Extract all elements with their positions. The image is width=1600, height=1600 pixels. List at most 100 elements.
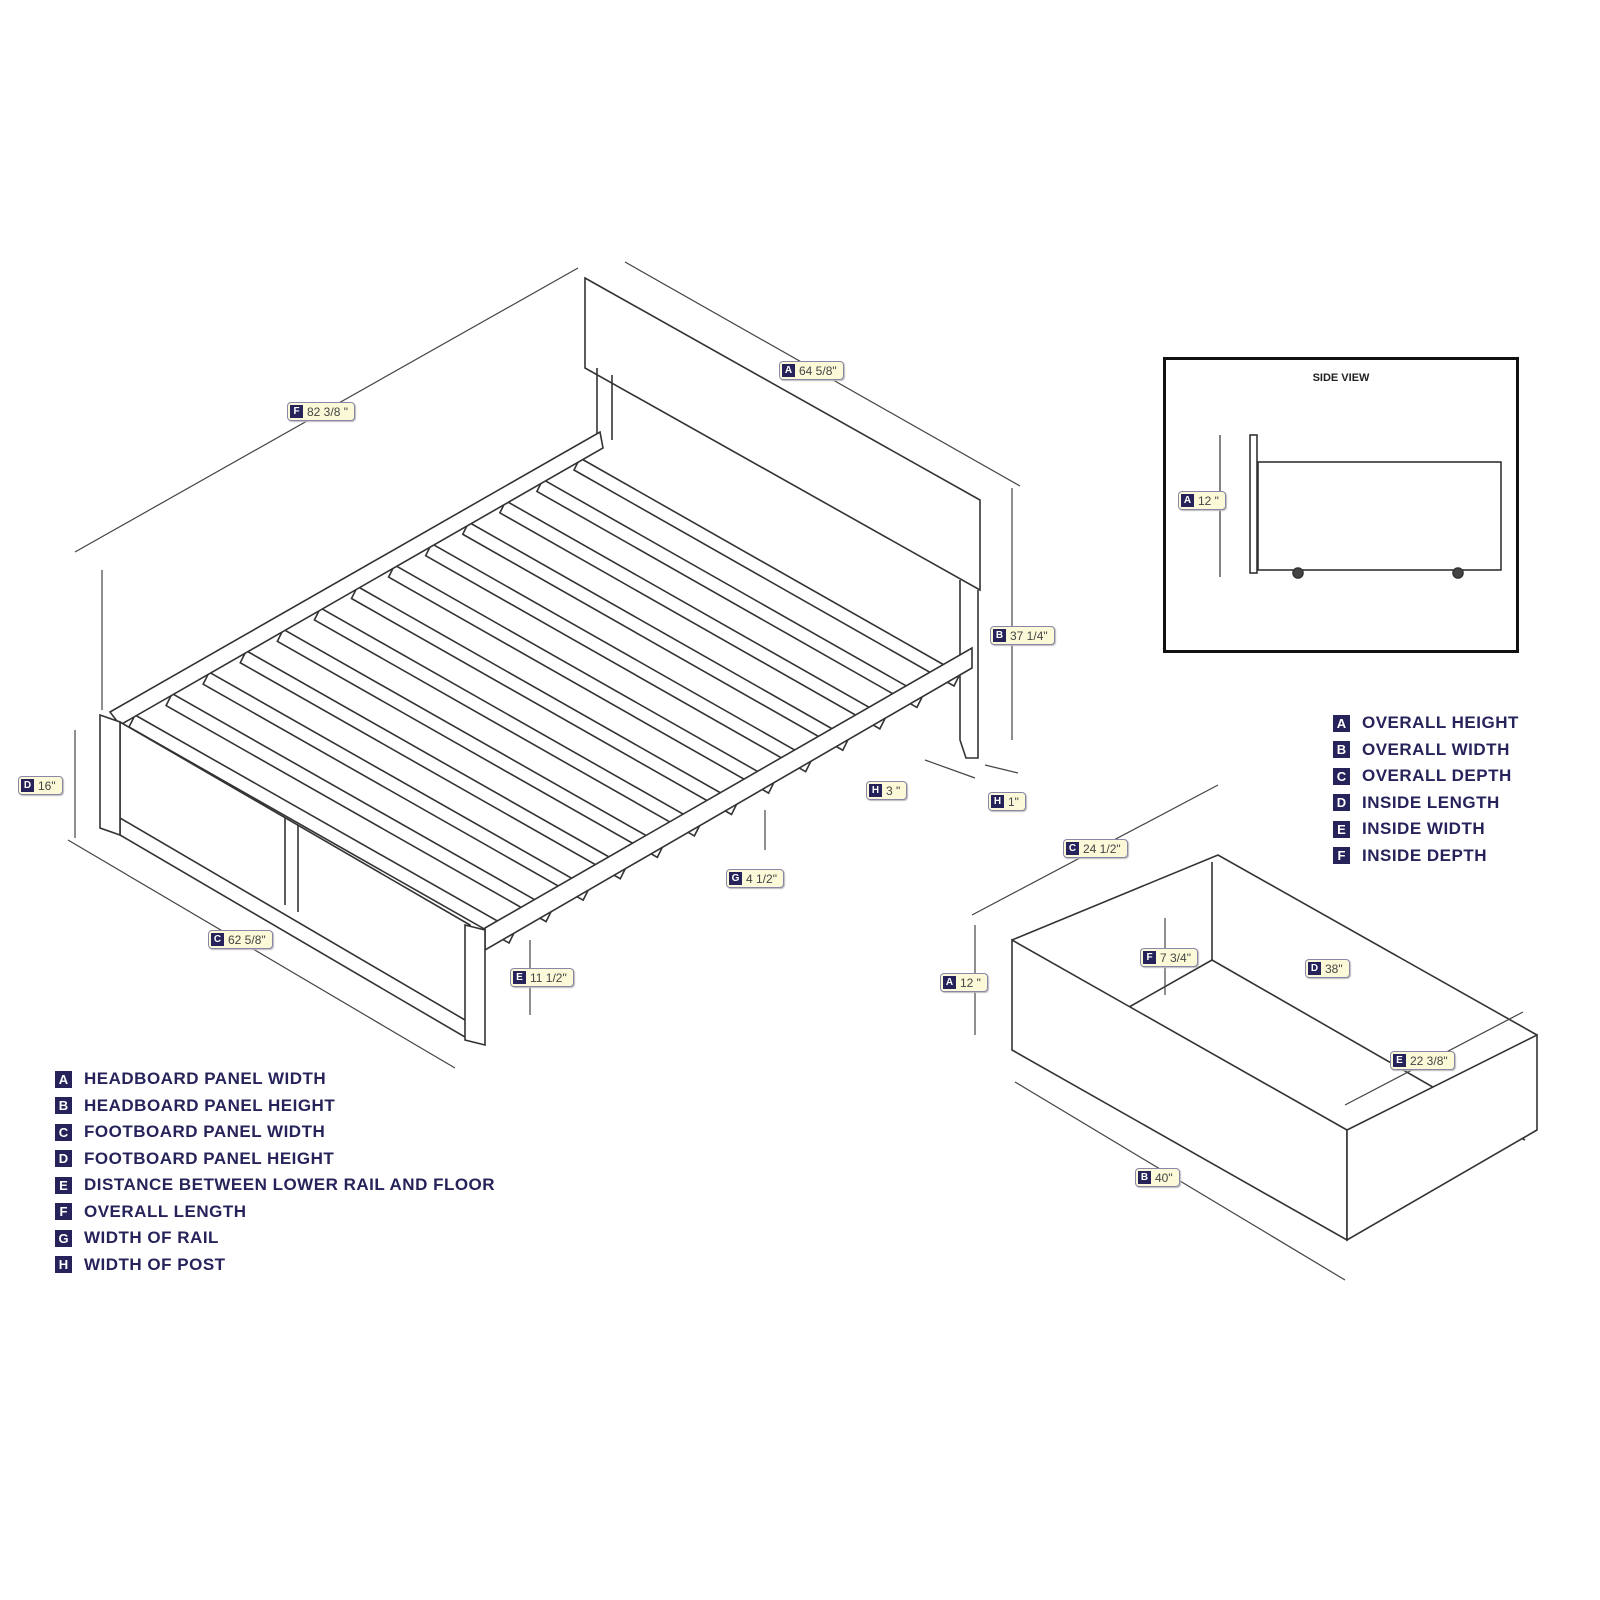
key-badge: B <box>993 629 1006 642</box>
dimension-value: 64 5/8" <box>799 363 837 378</box>
key-badge: A <box>943 976 956 989</box>
drawer-dimension-chip: D 38" <box>1305 959 1350 978</box>
key-badge: B <box>1333 741 1350 759</box>
slat <box>350 585 739 816</box>
dimension-value: 38" <box>1325 961 1343 976</box>
legend-label: WIDTH OF POST <box>84 1254 226 1274</box>
dimension-value: 82 3/8 " <box>307 404 348 419</box>
bed-slats <box>127 456 962 945</box>
legend-label: INSIDE WIDTH <box>1362 819 1486 839</box>
key-badge: A <box>55 1070 72 1088</box>
key-badge: A <box>1181 494 1194 507</box>
legend-label: HEADBOARD PANEL WIDTH <box>84 1069 327 1089</box>
key-badge: G <box>729 872 742 885</box>
legend-item: G WIDTH OF RAIL <box>55 1225 495 1252</box>
dimension-value: 24 1/2" <box>1083 841 1121 856</box>
key-badge: E <box>55 1176 72 1194</box>
legend-label: OVERALL WIDTH <box>1362 739 1510 759</box>
key-badge: H <box>991 795 1004 808</box>
key-badge: H <box>55 1256 72 1274</box>
key-badge: G <box>55 1229 72 1247</box>
dimension-value: 22 3/8" <box>1410 1053 1448 1068</box>
key-badge: E <box>1393 1054 1406 1067</box>
legend-label: FOOTBOARD PANEL WIDTH <box>84 1122 326 1142</box>
legend-label: OVERALL HEIGHT <box>1362 713 1519 733</box>
key-badge: C <box>211 933 224 946</box>
slat <box>535 478 924 709</box>
dimension-value: 37 1/4" <box>1010 628 1048 643</box>
legend-label: INSIDE DEPTH <box>1362 845 1488 865</box>
slat <box>498 499 887 730</box>
legend-label: HEADBOARD PANEL HEIGHT <box>84 1095 336 1115</box>
bed-dimension-chip: G 4 1/2" <box>726 869 784 888</box>
slat <box>313 606 702 838</box>
drawer-legend: A OVERALL HEIGHT B OVERALL WIDTH C OVERALL DE… <box>1333 710 1519 869</box>
legend-label: FOOTBOARD PANEL HEIGHT <box>84 1148 335 1168</box>
headboard <box>584 276 981 759</box>
drawer-dimension-chip: A 12 " <box>940 973 988 992</box>
key-badge: E <box>513 971 526 984</box>
legend-item: B OVERALL WIDTH <box>1333 737 1519 764</box>
slat <box>424 542 813 773</box>
slat <box>387 563 776 795</box>
dimension-value: 40" <box>1155 1170 1173 1185</box>
key-badge: F <box>290 405 303 418</box>
dimension-value: 16" <box>38 778 56 793</box>
key-badge: D <box>1308 962 1321 975</box>
legend-item: A OVERALL HEIGHT <box>1333 710 1519 737</box>
key-badge: D <box>55 1150 72 1168</box>
dimension-value: 12 " <box>960 975 981 990</box>
key-badge: E <box>1333 820 1350 838</box>
legend-label: OVERALL LENGTH <box>84 1201 247 1221</box>
side-view-panel: SIDE VIEW <box>1163 357 1519 653</box>
legend-item: F INSIDE DEPTH <box>1333 843 1519 870</box>
dimension-value: 12 " <box>1198 493 1219 508</box>
side-view-drawing <box>1219 434 1502 579</box>
key-badge: C <box>1333 767 1350 785</box>
legend-label: WIDTH OF RAIL <box>84 1228 219 1248</box>
drawer-dimension-chip: E 22 3/8" <box>1390 1051 1455 1070</box>
legend-label: OVERALL DEPTH <box>1362 766 1512 786</box>
key-badge: F <box>55 1203 72 1221</box>
legend-item: E INSIDE WIDTH <box>1333 816 1519 843</box>
legend-label: INSIDE LENGTH <box>1362 792 1500 812</box>
slat <box>572 456 962 688</box>
legend-item: D INSIDE LENGTH <box>1333 790 1519 817</box>
legend-item: E DISTANCE BETWEEN LOWER RAIL AND FLOOR <box>55 1172 495 1199</box>
drawer-dimension-chip: C 24 1/2" <box>1063 839 1128 858</box>
bed-dimension-chip: C 62 5/8" <box>208 930 273 949</box>
footboard <box>99 713 486 1047</box>
key-badge: H <box>869 784 882 797</box>
legend-item: B HEADBOARD PANEL HEIGHT <box>55 1093 495 1120</box>
key-badge: C <box>55 1123 72 1141</box>
key-badge: F <box>1333 847 1350 865</box>
side-view-dimension-a: A 12 " <box>1178 491 1226 510</box>
key-badge: D <box>21 779 34 792</box>
bed-dimension-chip: B 37 1/4" <box>990 626 1055 645</box>
slat <box>165 692 554 923</box>
legend-item: H WIDTH OF POST <box>55 1252 495 1279</box>
bed-legend: A HEADBOARD PANEL WIDTH B HEADBOARD PANEL H… <box>55 1066 495 1278</box>
legend-item: D FOOTBOARD PANEL HEIGHT <box>55 1146 495 1173</box>
dimension-value: 1" <box>1008 794 1019 809</box>
key-badge: D <box>1333 794 1350 812</box>
key-badge: B <box>55 1097 72 1115</box>
dimension-value: 4 1/2" <box>746 871 777 886</box>
legend-item: F OVERALL LENGTH <box>55 1199 495 1226</box>
dimension-value: 62 5/8" <box>228 932 266 947</box>
key-badge: A <box>1333 714 1350 732</box>
legend-item: A HEADBOARD PANEL WIDTH <box>55 1066 495 1093</box>
slat <box>239 649 628 880</box>
key-badge: C <box>1066 842 1079 855</box>
bed-dimension-chip: D 16" <box>18 776 63 795</box>
key-badge: A <box>782 364 795 377</box>
key-badge: F <box>1143 951 1156 964</box>
side-view-title: SIDE VIEW <box>1312 372 1370 384</box>
legend-label: DISTANCE BETWEEN LOWER RAIL AND FLOOR <box>84 1175 496 1195</box>
slat <box>276 628 665 859</box>
